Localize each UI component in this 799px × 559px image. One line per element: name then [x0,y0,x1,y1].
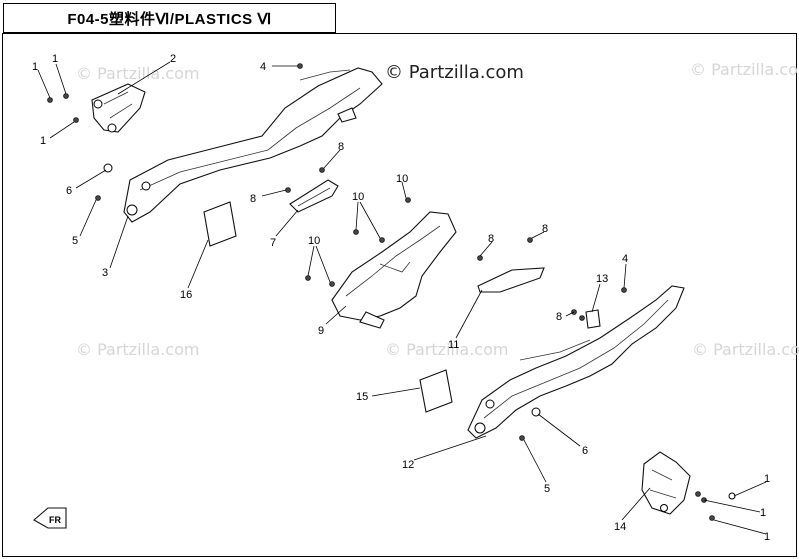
callout-10: 10 [352,191,364,203]
part-11-cover[interactable] [477,267,545,293]
callout-2: 2 [170,53,176,65]
callout-1: 1 [764,473,770,485]
part-14-bracket[interactable] [641,451,691,515]
callout-1: 1 [760,507,766,519]
callout-5: 5 [72,235,78,247]
watermark: © Partzilla.com [76,64,200,83]
callout-1: 1 [40,135,46,147]
callout-8: 8 [488,233,494,245]
callout-8: 8 [556,311,562,323]
callout-1: 1 [32,61,38,73]
front-direction-icon: FR [33,507,67,529]
watermark: © Partzilla.com [690,60,799,79]
part-3-side-cover-left[interactable] [123,67,383,223]
watermark: © Partzilla.com [76,340,200,359]
callout-10: 10 [396,173,408,185]
callout-6: 6 [66,185,72,197]
callout-11: 11 [448,339,459,351]
callout-1: 1 [764,531,770,543]
diagram-title: F04-5塑料件Ⅵ/PLASTICS Ⅵ [3,3,336,33]
leader-lines [37,61,767,535]
part-15-label[interactable] [419,369,453,413]
part-2-bracket[interactable] [91,83,146,133]
callout-4: 4 [260,61,266,73]
part-12-side-cover-right[interactable] [467,285,685,439]
callout-4: 4 [622,253,628,265]
callout-9: 9 [318,325,324,337]
part-13-clip[interactable] [585,309,601,329]
callout-16: 16 [180,289,192,301]
callout-15: 15 [356,391,368,403]
callout-13: 13 [596,273,608,285]
diagram-frame [2,33,797,557]
callout-5: 5 [544,483,550,495]
callout-14: 14 [614,521,626,533]
callout-12: 12 [402,459,414,471]
part-9-center-cover[interactable] [331,211,457,329]
watermark: © Partzilla.com [692,340,799,359]
callout-1: 1 [52,53,58,65]
part-7-bracket[interactable] [289,179,339,213]
callout-3: 3 [102,267,108,279]
callout-8: 8 [542,223,548,235]
front-badge-label: FR [49,515,61,525]
callout-6: 6 [582,445,588,457]
watermark-main: © Partzilla.com [385,62,524,83]
callout-7: 7 [270,237,276,249]
callout-8: 8 [250,193,256,205]
watermark: © Partzilla.com [385,340,509,359]
callout-10: 10 [308,235,320,247]
callout-8: 8 [338,141,344,153]
part-16-label[interactable] [203,201,237,247]
